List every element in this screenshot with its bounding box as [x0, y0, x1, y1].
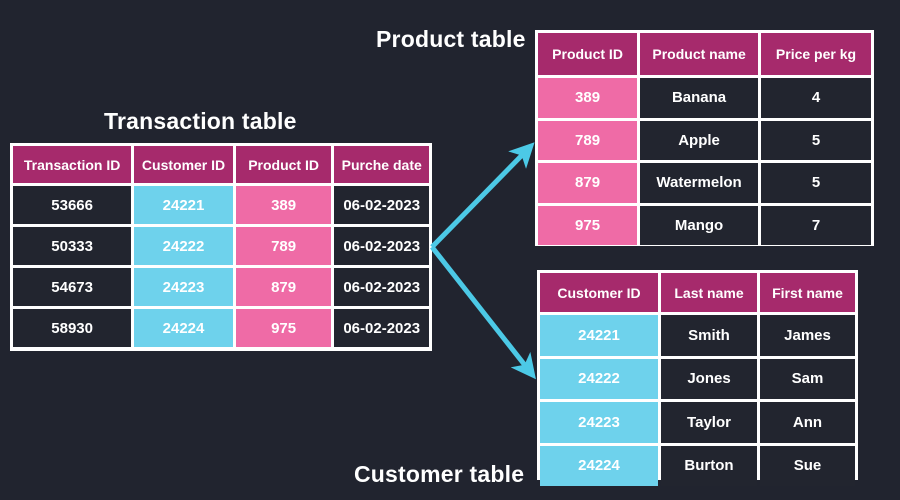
- table-header-row: Product ID Product name Price per kg: [538, 33, 871, 75]
- cell-product-id: 389: [235, 186, 332, 224]
- table-row: 24224 Burton Sue: [540, 445, 855, 486]
- cell-price-per-kg: 4: [761, 78, 871, 118]
- table-header-row: Transaction ID Customer ID Product ID Pu…: [13, 146, 429, 183]
- cell-first-name: Sam: [760, 358, 855, 399]
- table-row: 24222 Jones Sam: [540, 358, 855, 399]
- column-header-product-name: Product name: [640, 33, 759, 75]
- cell-purche-date: 06-02-2023: [334, 268, 429, 306]
- cell-price-per-kg: 7: [761, 205, 871, 245]
- cell-first-name: James: [760, 315, 855, 356]
- cell-first-name: Ann: [760, 402, 855, 443]
- cell-purche-date: 06-02-2023: [334, 309, 429, 347]
- cell-product-id: 975: [538, 205, 638, 245]
- cell-first-name: Sue: [760, 445, 855, 486]
- table-row: 389 Banana 4: [538, 78, 871, 118]
- column-header-purche-date: Purche date: [334, 146, 429, 183]
- column-header-last-name: Last name: [661, 273, 757, 312]
- column-header-customer-id: Customer ID: [134, 146, 233, 183]
- cell-transaction-id: 50333: [13, 227, 132, 265]
- table-header-row: Customer ID Last name First name: [540, 273, 855, 312]
- transaction-table: Transaction ID Customer ID Product ID Pu…: [10, 143, 432, 351]
- cell-price-per-kg: 5: [761, 163, 871, 203]
- cell-product-name: Banana: [640, 78, 759, 118]
- table-row: 789 Apple 5: [538, 120, 871, 160]
- column-header-customer-id: Customer ID: [540, 273, 658, 312]
- cell-purche-date: 06-02-2023: [334, 227, 429, 265]
- table-row: 24223 Taylor Ann: [540, 402, 855, 443]
- cell-product-name: Mango: [640, 205, 759, 245]
- column-header-product-id: Product ID: [235, 146, 332, 183]
- table-row: 54673 24223 879 06-02-2023: [13, 268, 429, 306]
- cell-customer-id: 24222: [134, 227, 233, 265]
- table-row: 50333 24222 789 06-02-2023: [13, 227, 429, 265]
- cell-customer-id: 24224: [540, 445, 658, 486]
- table-row: 975 Mango 7: [538, 205, 871, 245]
- column-header-first-name: First name: [760, 273, 855, 312]
- cell-product-id: 789: [538, 120, 638, 160]
- cell-product-id: 975: [235, 309, 332, 347]
- cell-customer-id: 24223: [134, 268, 233, 306]
- column-header-transaction-id: Transaction ID: [13, 146, 132, 183]
- cell-last-name: Burton: [661, 445, 757, 486]
- cell-transaction-id: 54673: [13, 268, 132, 306]
- cell-product-id: 789: [235, 227, 332, 265]
- arrow-to-product-table: [430, 142, 535, 249]
- cell-price-per-kg: 5: [761, 120, 871, 160]
- arrow-to-customer-table: [430, 245, 536, 380]
- cell-product-id: 389: [538, 78, 638, 118]
- customer-table-title: Customer table: [354, 461, 525, 487]
- cell-customer-id: 24221: [134, 186, 233, 224]
- transaction-table-title: Transaction table: [104, 108, 297, 134]
- table-row: 24221 Smith James: [540, 315, 855, 356]
- customer-table: Customer ID Last name First name 24221 S…: [537, 270, 858, 486]
- cell-product-name: Watermelon: [640, 163, 759, 203]
- cell-product-id: 879: [538, 163, 638, 203]
- product-table: Product ID Product name Price per kg 389…: [535, 30, 874, 246]
- cell-transaction-id: 53666: [13, 186, 132, 224]
- column-header-product-id: Product ID: [538, 33, 638, 75]
- column-header-price-per-kg: Price per kg: [761, 33, 871, 75]
- cell-product-id: 879: [235, 268, 332, 306]
- cell-customer-id: 24221: [540, 315, 658, 356]
- table-row: 53666 24221 389 06-02-2023: [13, 186, 429, 224]
- product-table-title: Product table: [376, 26, 526, 52]
- cell-transaction-id: 58930: [13, 309, 132, 347]
- cell-last-name: Jones: [661, 358, 757, 399]
- table-row: 879 Watermelon 5: [538, 163, 871, 203]
- cell-product-name: Apple: [640, 120, 759, 160]
- cell-last-name: Taylor: [661, 402, 757, 443]
- cell-purche-date: 06-02-2023: [334, 186, 429, 224]
- table-row: 58930 24224 975 06-02-2023: [13, 309, 429, 347]
- cell-customer-id: 24222: [540, 358, 658, 399]
- cell-customer-id: 24223: [540, 402, 658, 443]
- cell-customer-id: 24224: [134, 309, 233, 347]
- cell-last-name: Smith: [661, 315, 757, 356]
